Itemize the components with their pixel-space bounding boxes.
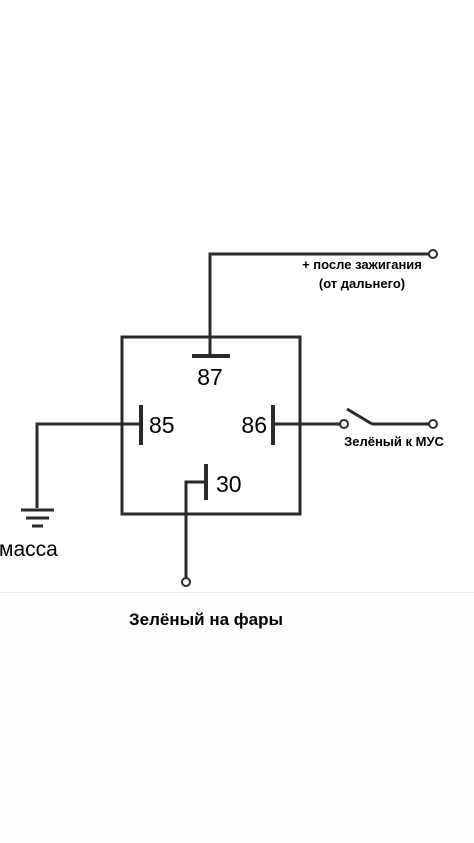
ground-label: масса bbox=[0, 538, 58, 561]
pin-30-label: 30 bbox=[216, 471, 242, 497]
switch-note: Зелёный к МУС bbox=[344, 434, 444, 449]
wire-87-to-ignition bbox=[208, 252, 430, 356]
wire-85-to-ground bbox=[35, 422, 141, 508]
terminal-icon bbox=[428, 249, 438, 259]
pin-85-label: 85 bbox=[149, 412, 175, 438]
pin-86-label: 86 bbox=[241, 412, 267, 438]
bottom-panel bbox=[0, 592, 474, 843]
caption: Зелёный на фары bbox=[129, 610, 283, 629]
ground-icon bbox=[21, 508, 54, 528]
pin-87-label: 87 bbox=[197, 364, 223, 390]
ignition-note-line1: + после зажигания bbox=[302, 257, 422, 272]
ignition-note-line2: (от дальнего) bbox=[319, 276, 405, 291]
switch-icon bbox=[339, 407, 438, 429]
wire-30-to-lamp bbox=[184, 480, 206, 578]
terminal-icon bbox=[181, 577, 191, 587]
